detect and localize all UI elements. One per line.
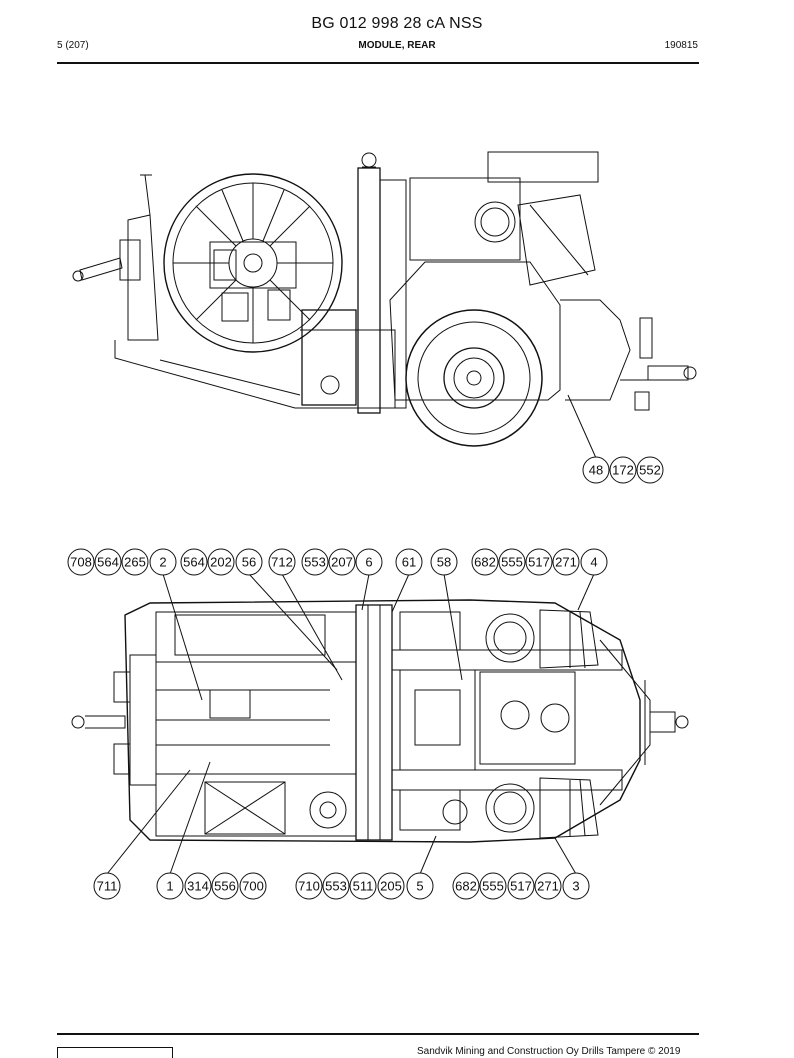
header-rule [57, 62, 699, 64]
callout-label: 682 [474, 555, 496, 570]
callout-label: 205 [380, 879, 402, 894]
callout-label: 314 [187, 879, 209, 894]
callout-label: 555 [501, 555, 523, 570]
callout-label: 5 [416, 879, 423, 894]
callout-label: 712 [271, 555, 293, 570]
callout-label: 207 [331, 555, 353, 570]
top-view-drawing [71, 573, 689, 875]
document-date: 190815 [664, 40, 698, 51]
callout-label: 553 [325, 879, 347, 894]
callout-label: 56 [242, 555, 256, 570]
callout-label: 58 [437, 555, 451, 570]
callout-label: 2 [159, 555, 166, 570]
callout-label: 265 [124, 555, 146, 570]
callout-balloons: 48 172 552 708 564 265 2 564 202 56 712 … [67, 456, 664, 900]
callout-label: 682 [455, 879, 477, 894]
callout-label: 555 [482, 879, 504, 894]
copyright-text: Sandvik Mining and Construction Oy Drill… [417, 1046, 681, 1057]
callout-label: 564 [183, 555, 205, 570]
callout-label: 552 [639, 463, 661, 478]
callout-label: 708 [70, 555, 92, 570]
bottom-callouts: 711 1 314 556 700 710 553 511 205 5 682 … [93, 872, 590, 900]
callout-label: 517 [510, 879, 532, 894]
callout-label: 4 [590, 555, 597, 570]
callout-label: 553 [304, 555, 326, 570]
callout-label: 202 [210, 555, 232, 570]
callout-label: 710 [298, 879, 320, 894]
callout-label: 1 [166, 879, 173, 894]
footer-rule [57, 1033, 699, 1035]
callout-label: 700 [242, 879, 264, 894]
callout-label: 511 [353, 879, 374, 894]
page-number: 5 (207) [57, 40, 89, 51]
top-callouts: 708 564 265 2 564 202 56 712 553 207 6 6… [67, 548, 608, 576]
callout-label: 556 [214, 879, 236, 894]
callout-label: 271 [537, 879, 559, 894]
callout-label: 3 [572, 879, 579, 894]
side-view-drawing [72, 151, 697, 459]
document-title: BG 012 998 28 cA NSS [311, 15, 483, 32]
callout-label: 711 [97, 879, 118, 894]
callout-label: 48 [589, 463, 603, 478]
callout-label: 6 [365, 555, 372, 570]
side-callouts: 48 172 552 [582, 456, 664, 484]
callout-label: 517 [528, 555, 550, 570]
callout-label: 172 [612, 463, 634, 478]
callout-label: 564 [97, 555, 119, 570]
callout-label: 271 [555, 555, 577, 570]
section-title: MODULE, REAR [358, 40, 436, 51]
callout-label: 61 [402, 555, 416, 570]
